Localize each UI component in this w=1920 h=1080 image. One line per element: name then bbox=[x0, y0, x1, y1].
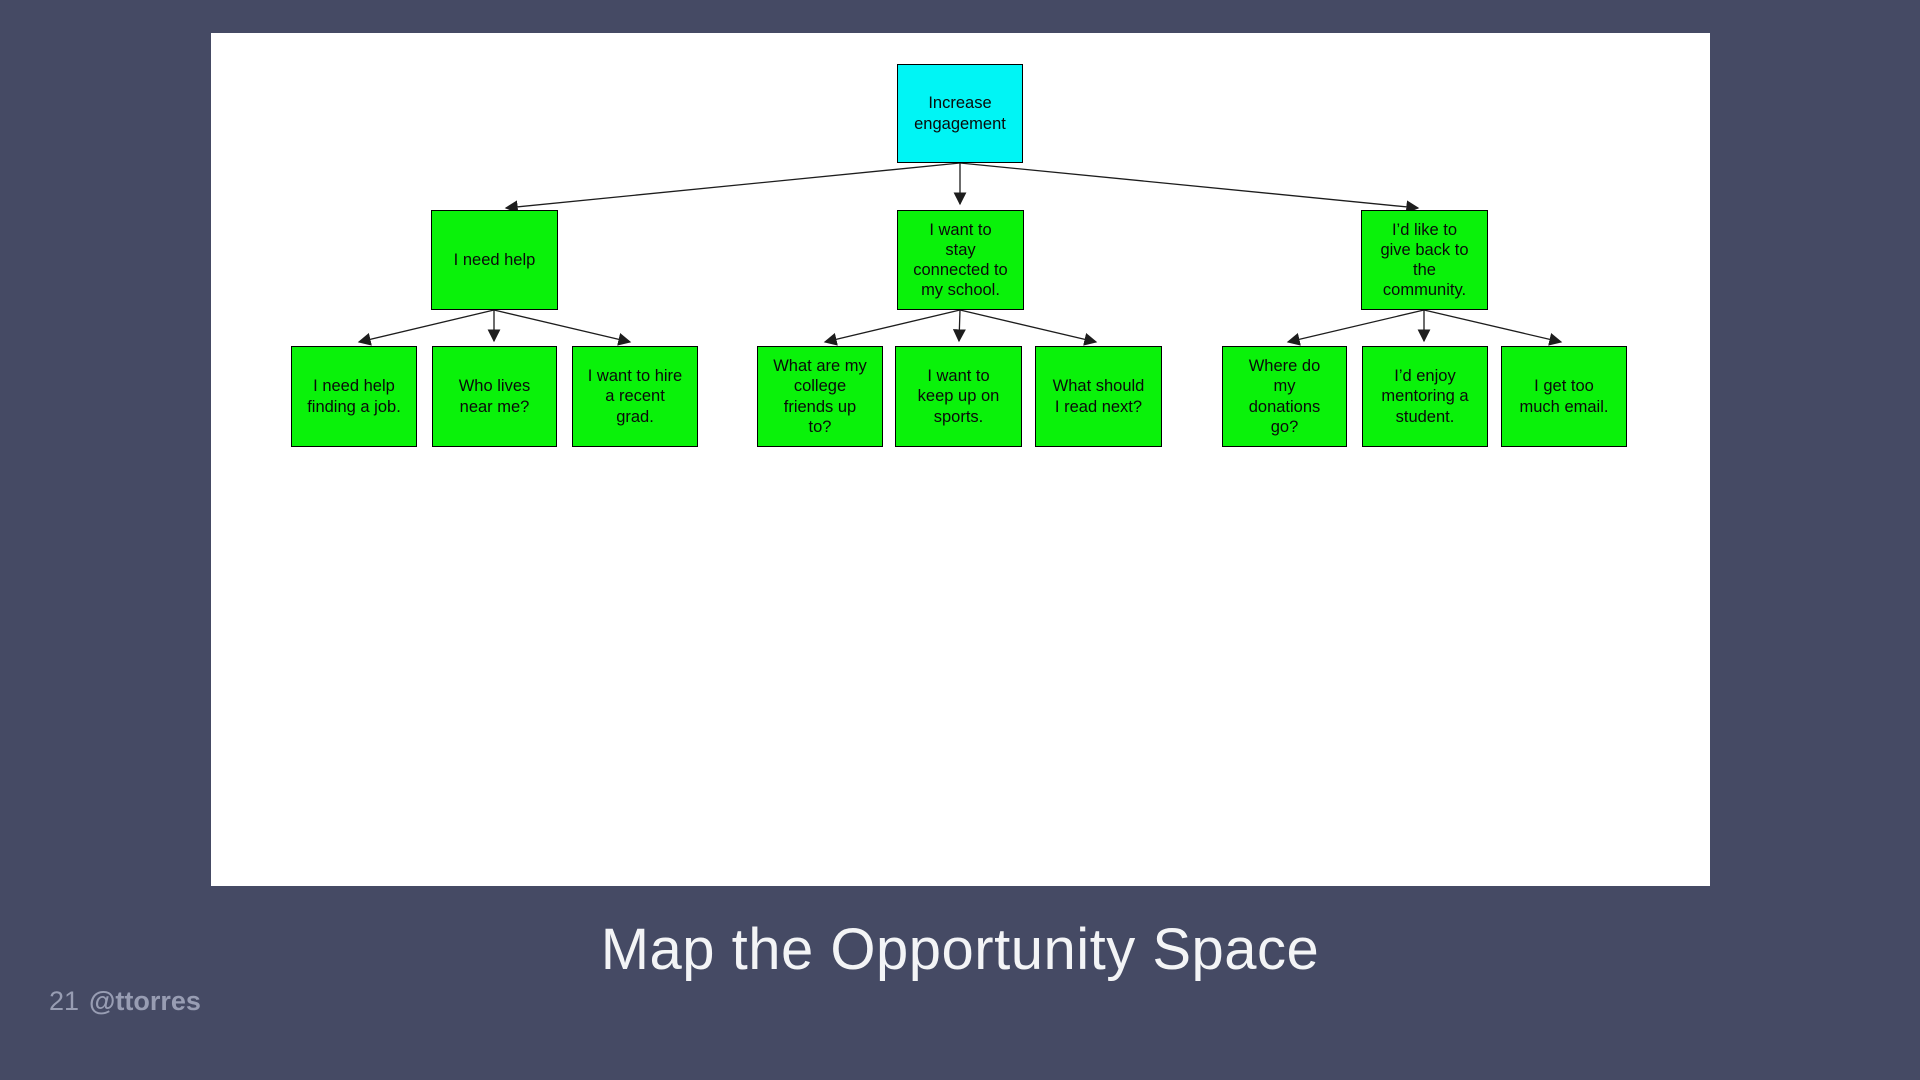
edge-line bbox=[823, 309, 961, 346]
sub-opportunity-node: What are my college friends up to? bbox=[757, 346, 883, 447]
edge-line bbox=[959, 309, 1098, 346]
sub-opportunity-node: I want to hire a recent grad. bbox=[572, 346, 698, 447]
diagram-canvas: Increase engagement I need help I want t… bbox=[211, 33, 1710, 886]
opportunity-node: I’d like to give back to the community. bbox=[1361, 210, 1488, 310]
root-node: Increase engagement bbox=[897, 64, 1023, 163]
author-handle: @ttorres bbox=[89, 986, 201, 1016]
page-number: 21 bbox=[49, 986, 80, 1016]
sub-opportunity-node: Who lives near me? bbox=[432, 346, 557, 447]
edge-line bbox=[493, 309, 632, 346]
edge-line bbox=[1423, 309, 1563, 346]
edge-line bbox=[959, 162, 1420, 214]
sub-opportunity-node: Where do my donations go? bbox=[1222, 346, 1347, 447]
edge-line bbox=[1286, 309, 1425, 346]
slide-footer: 21 @ttorres bbox=[49, 986, 201, 1017]
edge-line bbox=[952, 309, 966, 343]
sub-opportunity-node: I need help finding a job. bbox=[291, 346, 417, 447]
sub-opportunity-node: I’d enjoy mentoring a student. bbox=[1362, 346, 1488, 447]
edge-line bbox=[357, 309, 495, 346]
opportunity-node: I need help bbox=[431, 210, 558, 310]
opportunity-node: I want to stay connected to my school. bbox=[897, 210, 1024, 310]
sub-opportunity-node: I get too much email. bbox=[1501, 346, 1627, 447]
sub-opportunity-node: I want to keep up on sports. bbox=[895, 346, 1022, 447]
tree-edges bbox=[357, 162, 1563, 346]
sub-opportunity-node: What should I read next? bbox=[1035, 346, 1162, 447]
slide-title: Map the Opportunity Space bbox=[600, 917, 1320, 982]
edge-line bbox=[504, 162, 961, 214]
